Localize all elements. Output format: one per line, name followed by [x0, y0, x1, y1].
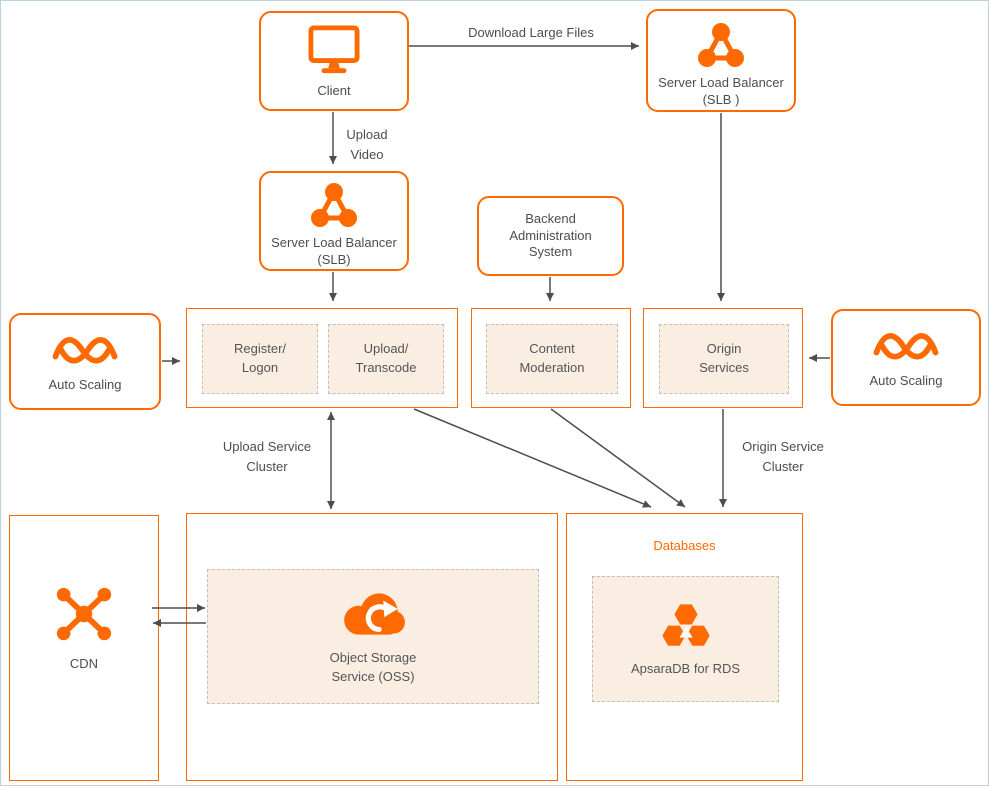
- origin-cluster-line1: Origin Service: [742, 439, 824, 454]
- auto-scaling-left-label: Auto Scaling: [48, 377, 122, 392]
- upload-cluster-container: Register/ Logon Upload/ Transcode: [186, 308, 458, 408]
- cdn-node: CDN: [9, 515, 159, 781]
- oss-label-line2: Service (OSS): [331, 668, 415, 684]
- origin-services-container: Origin Services: [643, 308, 803, 408]
- databases-title: Databases: [653, 538, 716, 553]
- slb-top-label-line2: (SLB ): [702, 91, 740, 107]
- oss-cloud-icon: [338, 587, 408, 641]
- cdn-network-icon: [52, 582, 116, 646]
- load-balancer-icon: [307, 181, 361, 231]
- backend-admin-line3: System: [528, 244, 573, 260]
- load-balancer-icon: [694, 21, 748, 71]
- monitor-icon: [305, 25, 363, 75]
- download-large-files-label: Download Large Files: [468, 25, 594, 40]
- auto-scaling-icon: [870, 323, 942, 365]
- rds-hexagons-icon: [657, 600, 715, 652]
- origin-service-cluster-label: Origin Service Cluster: [713, 437, 853, 476]
- slb-mid-node: Server Load Balancer (SLB): [259, 171, 409, 271]
- edge-moderation-to-databases: [550, 408, 686, 508]
- edge-upload-to-databases: [413, 408, 652, 508]
- rds-box: ApsaraDB for RDS: [592, 576, 779, 702]
- cdn-label: CDN: [69, 656, 99, 671]
- upload-transcode-line1: Upload/: [363, 341, 409, 357]
- client-node: Client: [259, 11, 409, 111]
- upload-transcode-box: Upload/ Transcode: [328, 324, 444, 394]
- backend-admin-node: Backend Administration System: [477, 196, 624, 276]
- register-logon-line2: Logon: [241, 360, 279, 375]
- oss-container: Object Storage Service (OSS): [186, 513, 558, 781]
- auto-scaling-right-node: Auto Scaling: [831, 309, 981, 406]
- origin-services-line2: Services: [699, 360, 749, 375]
- databases-container: Databases ApsaraDB for RDS: [566, 513, 803, 781]
- content-moderation-line2: Moderation: [519, 360, 585, 375]
- register-logon-box: Register/ Logon: [202, 324, 318, 394]
- backend-admin-line1: Backend: [525, 210, 576, 226]
- upload-service-cluster-label: Upload Service Cluster: [197, 437, 337, 476]
- register-logon-line1: Register/: [233, 341, 287, 357]
- auto-scaling-right-label: Auto Scaling: [869, 373, 943, 388]
- slb-top-node: Server Load Balancer (SLB ): [646, 9, 796, 112]
- slb-top-label-line1: Server Load Balancer: [658, 75, 784, 90]
- content-moderation-container: Content Moderation: [471, 308, 631, 408]
- upload-cluster-line1: Upload Service: [222, 439, 312, 454]
- auto-scaling-left-node: Auto Scaling: [9, 313, 161, 410]
- content-moderation-box: Content Moderation: [486, 324, 618, 394]
- auto-scaling-icon: [49, 327, 121, 369]
- upload-video-line2: Video: [350, 146, 384, 162]
- oss-box: Object Storage Service (OSS): [207, 569, 539, 704]
- slb-mid-label-line1: Server Load Balancer: [271, 235, 397, 250]
- oss-label-line1: Object Storage: [329, 649, 417, 665]
- upload-transcode-line2: Transcode: [355, 360, 417, 375]
- client-label: Client: [317, 83, 351, 98]
- upload-cluster-line2: Cluster: [246, 458, 288, 474]
- content-moderation-line1: Content: [529, 341, 575, 357]
- slb-mid-label-line2: (SLB): [317, 251, 351, 267]
- origin-services-line1: Origin: [706, 341, 742, 357]
- rds-label: ApsaraDB for RDS: [630, 660, 741, 676]
- upload-video-line1: Upload: [346, 127, 388, 142]
- upload-video-label: Upload Video: [337, 125, 397, 164]
- origin-cluster-line2: Cluster: [762, 458, 804, 474]
- backend-admin-line2: Administration: [509, 227, 592, 243]
- origin-services-box: Origin Services: [659, 324, 789, 394]
